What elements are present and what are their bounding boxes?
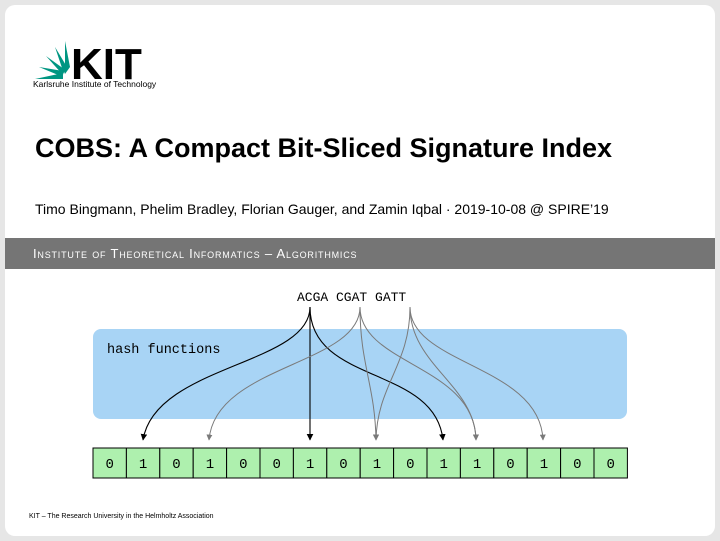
bit-cell: 1 xyxy=(192,447,228,479)
bit-cell-box xyxy=(125,447,161,479)
bit-cell: 1 xyxy=(125,447,161,479)
arrow-cgat-2 xyxy=(359,306,379,441)
bit-cell: 1 xyxy=(526,447,562,479)
bit-cell: 0 xyxy=(226,447,261,479)
bit-cell: 1 xyxy=(359,447,395,479)
bit-cell-box xyxy=(192,447,228,479)
kit-logo: KIT xyxy=(35,40,142,89)
bit-cell-box xyxy=(593,447,628,479)
bit-value: 0 xyxy=(239,457,247,473)
bit-cell: 0 xyxy=(493,447,528,479)
banner-text: Institute of Theoretical Informatics – A… xyxy=(33,246,358,261)
kit-logo-text: KIT xyxy=(71,40,142,89)
bit-cell-box xyxy=(359,447,395,479)
bit-cell-box xyxy=(259,447,294,479)
bit-cell: 0 xyxy=(393,447,428,479)
bit-cell-box xyxy=(459,447,495,479)
arrow-gatt-1 xyxy=(373,306,411,441)
bit-value: 0 xyxy=(172,457,180,473)
bit-value: 0 xyxy=(506,457,514,473)
bit-cell: 1 xyxy=(292,447,328,479)
bit-cell: 0 xyxy=(159,447,194,479)
arrow-gatt-3 xyxy=(409,306,546,441)
bit-cell-box xyxy=(159,447,194,479)
bit-cell-box xyxy=(560,447,595,479)
bit-value: 0 xyxy=(339,457,347,473)
slide: KIT Karlsruhe Institute of Technology CO… xyxy=(5,5,715,536)
bit-cell: 0 xyxy=(326,447,361,479)
bit-cell: 0 xyxy=(593,447,628,479)
bit-value: 1 xyxy=(139,457,147,473)
bit-value: 0 xyxy=(272,457,280,473)
authors-line: Timo Bingmann, Phelim Bradley, Florian G… xyxy=(35,201,609,217)
bit-value: 0 xyxy=(105,457,113,473)
bit-value: 1 xyxy=(373,457,381,473)
bit-cell-box xyxy=(326,447,361,479)
kmer-sequence: ACGA CGAT GATT xyxy=(297,290,406,305)
arrow-gatt-2 xyxy=(409,306,479,441)
bit-value: 1 xyxy=(540,457,548,473)
bit-cell: 0 xyxy=(92,447,127,479)
bit-value: 0 xyxy=(606,457,614,473)
bit-cell-box xyxy=(426,447,461,479)
hash-functions-label: hash functions xyxy=(107,343,220,358)
bit-cell-box xyxy=(292,447,328,479)
arrow-cgat-1 xyxy=(206,306,361,441)
bit-cell: 0 xyxy=(259,447,294,479)
bit-cell-box xyxy=(226,447,261,479)
bit-value: 1 xyxy=(306,457,314,473)
arrow-acga-1 xyxy=(140,306,311,441)
kit-logo-fan-icon xyxy=(35,41,70,79)
institute-banner: Institute of Theoretical Informatics – A… xyxy=(5,238,715,269)
bit-cell: 1 xyxy=(426,447,461,479)
bit-value: 1 xyxy=(439,457,447,473)
arrows-kmer-3 xyxy=(373,306,546,441)
hash-functions-box xyxy=(93,329,627,419)
bit-value: 1 xyxy=(473,457,481,473)
bit-value: 0 xyxy=(573,457,581,473)
bit-value: 0 xyxy=(406,457,414,473)
footer-tagline: KIT – The Research University in the Hel… xyxy=(29,513,214,520)
bit-array: 0 1 0 1 0 0 1 0 1 0 1 1 0 1 0 0 xyxy=(92,447,628,479)
arrows-kmer-1 xyxy=(140,306,446,441)
slide-title: COBS: A Compact Bit-Sliced Signature Ind… xyxy=(35,133,613,163)
bit-cell: 1 xyxy=(459,447,495,479)
arrow-acga-3 xyxy=(309,306,446,441)
bit-cell: 0 xyxy=(560,447,595,479)
bit-cell-box xyxy=(393,447,428,479)
bit-value: 1 xyxy=(206,457,214,473)
footer-url[interactable]: www.kit.edu xyxy=(625,507,707,523)
bit-cell-box xyxy=(493,447,528,479)
institute-name: Karlsruhe Institute of Technology xyxy=(33,79,157,89)
